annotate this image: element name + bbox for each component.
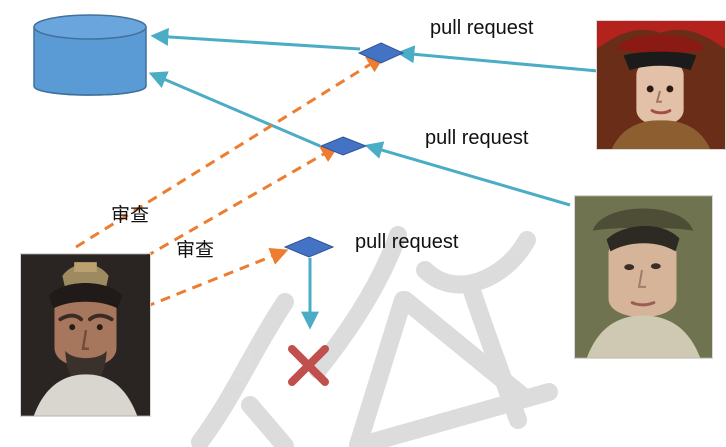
reviewer-portrait-art xyxy=(21,254,150,416)
contributor-portrait-bottom-art xyxy=(575,196,712,358)
pull-request-label-3: pull request xyxy=(355,231,459,253)
review-arrow-3 xyxy=(144,247,289,309)
review-arrow-1 xyxy=(75,55,386,249)
watermark-glyph xyxy=(191,226,558,447)
review-label-1: 审查 xyxy=(111,204,150,226)
review-label-2: 审查 xyxy=(176,239,215,261)
pull-request-node-2 xyxy=(319,136,368,156)
pull-request-label-1: pull request xyxy=(430,17,534,39)
flow-contributor-2-to-node-2 xyxy=(364,141,571,207)
flow-node-1-to-repository xyxy=(150,27,361,51)
repository-cylinder-icon xyxy=(33,14,147,96)
pull-request-node-3 xyxy=(283,236,335,258)
reject-x-icon xyxy=(288,345,329,386)
contributor-portrait-bottom xyxy=(574,195,713,359)
pull-request-node-1 xyxy=(357,42,405,64)
pull-request-label-2: pull request xyxy=(425,127,529,149)
review-arrow-2 xyxy=(144,145,340,259)
contributor-portrait-top-art xyxy=(597,21,725,149)
reviewer-portrait xyxy=(20,253,151,417)
flow-node-2-to-repository xyxy=(148,71,321,148)
contributor-portrait-top xyxy=(596,20,726,150)
flow-contributor-1-to-node-1 xyxy=(396,45,599,73)
